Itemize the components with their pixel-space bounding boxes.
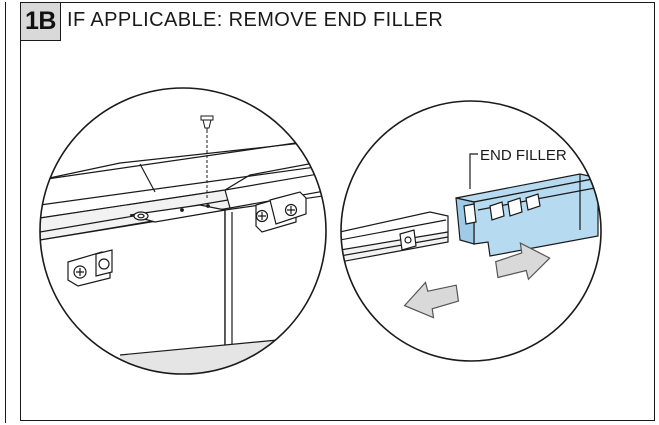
- detail-circle-right: END FILLER: [340, 100, 602, 362]
- end-filler-label: END FILLER: [480, 147, 567, 164]
- screw-icon: [200, 115, 214, 131]
- previous-panel-edge: [0, 2, 6, 423]
- end-filler-callout: END FILLER: [469, 147, 567, 189]
- end-filler-part: [455, 173, 599, 257]
- detail-circle-left: [39, 87, 327, 375]
- step-number-badge: 1B: [21, 3, 61, 41]
- instruction-panel: 1B IF APPLICABLE: REMOVE END FILLER: [20, 2, 655, 421]
- arrow-left-icon: [403, 281, 460, 319]
- step-title: IF APPLICABLE: REMOVE END FILLER: [67, 9, 444, 31]
- arrow-right-icon: [495, 241, 551, 281]
